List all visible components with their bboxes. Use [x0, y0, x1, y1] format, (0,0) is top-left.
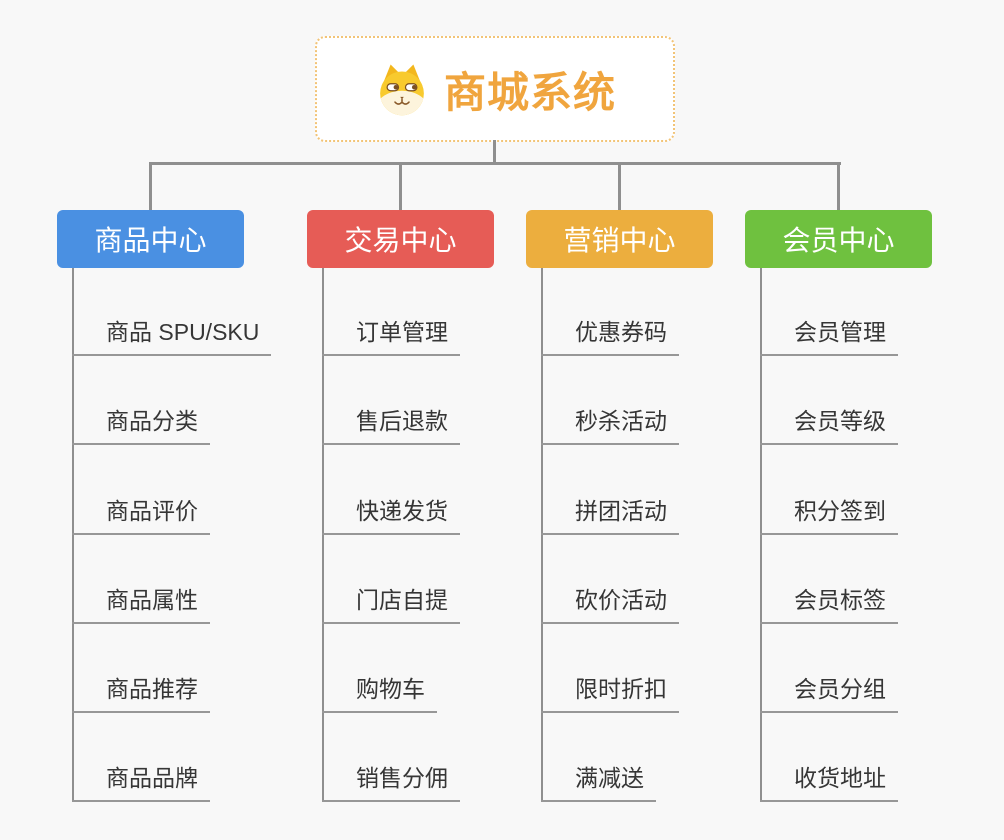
topic-node[interactable]: 商品评价	[72, 487, 210, 535]
topic-node[interactable]: 商品品牌	[72, 754, 210, 802]
topic-node[interactable]: 拼团活动	[541, 487, 679, 535]
topic-node[interactable]: 满减送	[541, 754, 656, 802]
topic-node[interactable]: 会员标签	[760, 576, 898, 624]
topic-node[interactable]: 会员分组	[760, 665, 898, 713]
branch-spine-line	[72, 268, 74, 802]
topic-node[interactable]: 商品分类	[72, 397, 210, 445]
branch-node-trade[interactable]: 交易中心	[307, 210, 494, 268]
branch-node-member[interactable]: 会员中心	[745, 210, 932, 268]
topic-node[interactable]: 砍价活动	[541, 576, 679, 624]
connector-rail	[149, 162, 841, 165]
topic-node[interactable]: 秒杀活动	[541, 397, 679, 445]
topic-node[interactable]: 限时折扣	[541, 665, 679, 713]
topic-node[interactable]: 积分签到	[760, 487, 898, 535]
topic-node[interactable]: 收货地址	[760, 754, 898, 802]
topic-node[interactable]: 订单管理	[322, 308, 460, 356]
topic-node[interactable]: 门店自提	[322, 576, 460, 624]
root-topic-node[interactable]: 商城系统	[315, 36, 675, 142]
topic-node[interactable]: 会员等级	[760, 397, 898, 445]
topic-node[interactable]: 商品 SPU/SKU	[72, 308, 272, 356]
branch-product-center: 商品中心 商品 SPU/SKU 商品分类 商品评价 商品属性 商品推荐 商品品牌	[57, 210, 302, 810]
branch-spine-line	[322, 268, 324, 802]
topic-node[interactable]: 优惠券码	[541, 308, 679, 356]
branch-member-center: 会员中心 会员管理 会员等级 积分签到 会员标签 会员分组 收货地址	[745, 210, 990, 810]
connector-drop-2	[399, 162, 402, 210]
topic-node[interactable]: 商品属性	[72, 576, 210, 624]
connector-drop-3	[618, 162, 621, 210]
connector-root-stem	[493, 140, 496, 164]
root-topic-title: 商城系统	[443, 68, 616, 116]
branch-node-product[interactable]: 商品中心	[57, 210, 244, 268]
connector-drop-4	[837, 162, 840, 210]
branch-spine-line	[541, 268, 543, 802]
topic-node[interactable]: 销售分佣	[322, 754, 460, 802]
branch-trade-center: 交易中心 订单管理 售后退款 快递发货 门店自提 购物车 销售分佣	[307, 210, 552, 810]
branch-spine-line	[760, 268, 762, 802]
connector-drop-1	[149, 162, 152, 210]
topic-node[interactable]: 快递发货	[322, 487, 460, 535]
topic-node[interactable]: 会员管理	[760, 308, 898, 356]
branch-marketing-center: 营销中心 优惠券码 秒杀活动 拼团活动 砍价活动 限时折扣 满减送	[526, 210, 771, 810]
topic-node[interactable]: 售后退款	[322, 397, 460, 445]
branch-node-marketing[interactable]: 营销中心	[526, 210, 713, 268]
dog-face-icon	[380, 64, 424, 116]
topic-node[interactable]: 购物车	[322, 665, 437, 713]
topic-node[interactable]: 商品推荐	[72, 665, 210, 713]
